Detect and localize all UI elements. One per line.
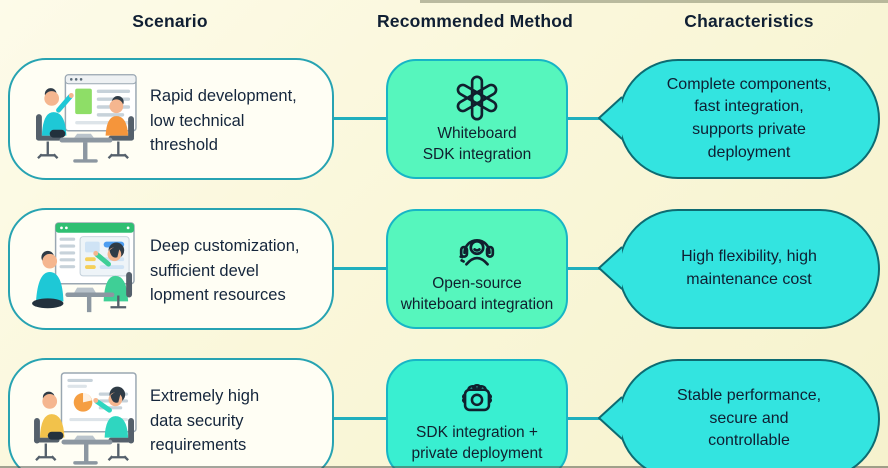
bubble-tail — [598, 96, 622, 140]
headset-person-icon — [459, 238, 495, 266]
connector-line — [568, 267, 602, 270]
characteristics-text: High flexibility, high maintenance cost — [681, 248, 817, 288]
connector-line — [334, 417, 386, 420]
characteristics-bubble: High flexibility, high maintenance cost — [618, 209, 880, 329]
scenario-card: Deep customization, sufficient devel lop… — [8, 208, 334, 330]
method-card: SDK integration + private deployment — [386, 359, 568, 468]
team-whiteboard-illustration — [36, 74, 137, 163]
characteristics-text: Complete components, fast integration, s… — [666, 75, 832, 161]
bottom-edge-artifact — [0, 466, 888, 468]
openai-logo-icon — [456, 75, 498, 121]
method-card: Open-source whiteboard integration — [386, 209, 568, 329]
method-text: Whiteboard SDK integration — [422, 124, 532, 163]
connector-line — [334, 267, 386, 270]
column-header-characteristics: Characteristics — [684, 10, 814, 31]
scenario-text: Extremely high data security requirement… — [150, 386, 260, 455]
diagram-row: Deep customization, sufficient devel lop… — [0, 208, 888, 330]
method-text: Open-source whiteboard integration — [400, 274, 554, 313]
method-text: SDK integration + private deployment — [411, 423, 543, 462]
secure-module-icon — [461, 383, 493, 411]
diagram-row: Extremely high data security requirement… — [0, 358, 888, 468]
characteristics-bubble: Stable performance, secure and controlla… — [618, 359, 880, 468]
connector-line — [568, 417, 602, 420]
connector-line — [568, 117, 602, 120]
diagram-row: Rapid development, low technical thresho… — [0, 58, 888, 180]
column-header-method: Recommended Method — [376, 10, 574, 31]
connector-line — [334, 117, 386, 120]
top-edge-artifact — [420, 0, 888, 3]
characteristics-text: Stable performance, secure and controlla… — [676, 386, 822, 450]
column-header-scenario: Scenario — [132, 10, 208, 31]
scenario-card: Extremely high data security requirement… — [8, 358, 334, 468]
scenario-text: Deep customization, sufficient devel lop… — [150, 236, 300, 305]
scenario-text: Rapid development, low technical thresho… — [150, 86, 297, 155]
team-chart-illustration — [34, 372, 137, 465]
scenario-card: Rapid development, low technical thresho… — [8, 58, 334, 180]
bubble-tail — [598, 246, 622, 290]
team-presentation-illustration — [32, 222, 135, 313]
method-card: Whiteboard SDK integration — [386, 59, 568, 179]
bubble-tail — [598, 396, 622, 440]
characteristics-bubble: Complete components, fast integration, s… — [618, 59, 880, 179]
